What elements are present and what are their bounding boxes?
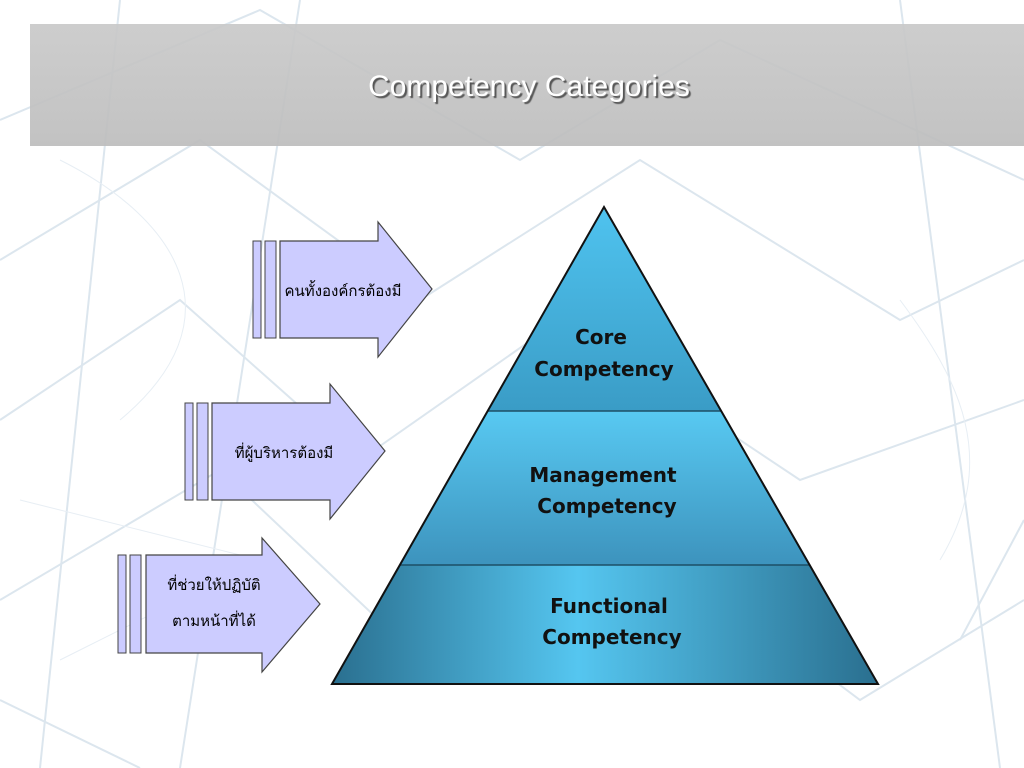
arrow-functional: ที่ช่วยให้ปฏิบัติ ตามหน้าที่ได้ (117, 536, 321, 674)
arrow-managers: ที่ผู้บริหารต้องมี (184, 382, 386, 521)
functional-label-1: Functional (550, 594, 668, 618)
management-label-1: Management (529, 463, 677, 487)
pyramid-level-management (400, 411, 809, 565)
arrow-everyone: คนทั้งองค์กรต้องมี (252, 220, 433, 359)
management-label-2: Competency (537, 494, 676, 518)
pyramid-level-core (488, 207, 721, 411)
pyramid-level-functional (332, 565, 878, 684)
core-label-1: Core (575, 325, 627, 349)
arrow-functional-label-2: ตามหน้าที่ได้ (172, 610, 256, 630)
title-band (30, 24, 1024, 146)
slide-title: Competency Categories (368, 70, 690, 103)
core-label-2: Competency (534, 357, 673, 381)
arrow-functional-label-1: ที่ช่วยให้ปฏิบัติ (167, 574, 260, 594)
pyramid: Core Competency Management Competency Fu… (330, 204, 880, 685)
arrow-managers-label: ที่ผู้บริหารต้องมี (235, 442, 334, 462)
functional-label-2: Competency (542, 625, 681, 649)
arrow-everyone-label: คนทั้งองค์กรต้องมี (285, 280, 402, 300)
pyramid-outline (330, 204, 880, 685)
